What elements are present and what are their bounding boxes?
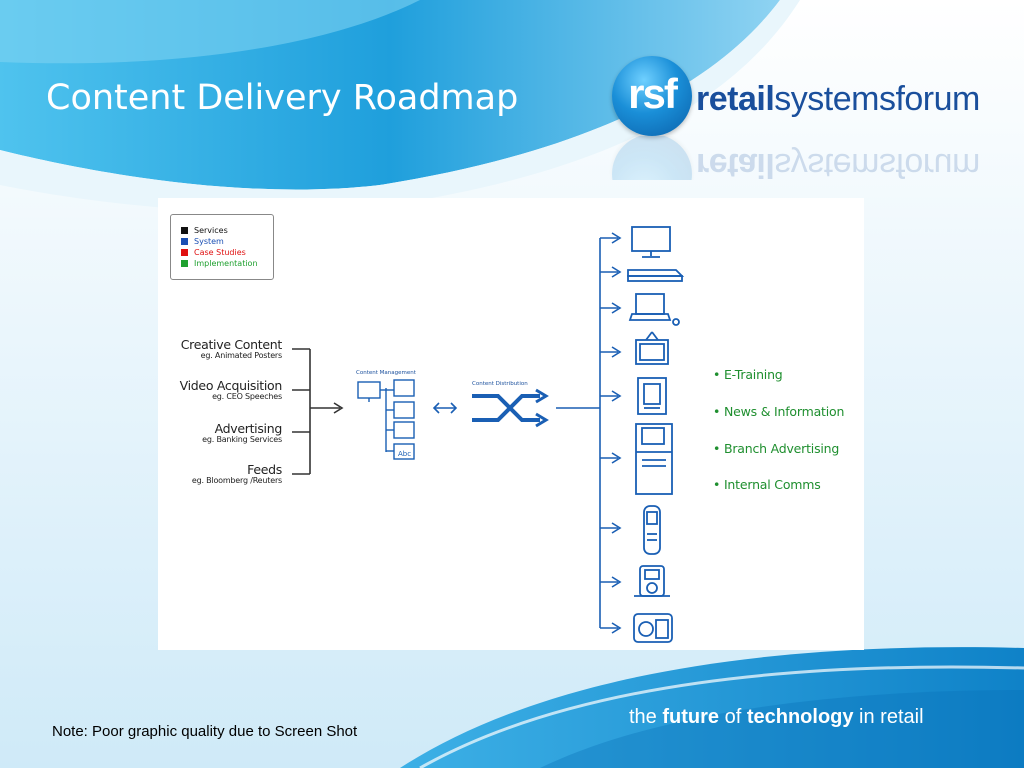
tagline: the future of technology in retail	[629, 706, 924, 729]
legend-label-case-studies: Case Studies	[194, 248, 246, 257]
tagline-part-1: the	[629, 706, 663, 728]
logo-word-bold: retail	[696, 80, 775, 118]
legend-swatch-system	[181, 238, 188, 245]
content-distribution-label: Content Distribution	[472, 381, 528, 387]
tagline-part-2: future	[662, 706, 720, 728]
distribution-tree	[556, 232, 622, 634]
page-title: Content Delivery Roadmap	[46, 78, 519, 118]
diagram-panel-right	[636, 198, 864, 650]
output-branch-advertising: • Branch Advertising	[713, 441, 840, 456]
source-example: eg. Animated Posters	[200, 351, 283, 360]
television-icon	[635, 331, 669, 365]
bidirectional-arrow-icon	[432, 402, 458, 414]
source-title: Feeds	[247, 462, 282, 477]
sources-bracket	[292, 348, 344, 475]
logo-word-rest: systemsforum	[774, 80, 980, 118]
legend-label-services: Services	[194, 226, 228, 235]
source-example: eg. Banking Services	[202, 435, 282, 444]
tagline-part-4: technology	[746, 706, 854, 728]
legend-swatch-implementation	[181, 260, 188, 267]
laptop-icon	[628, 293, 680, 326]
content-distribution-icon	[472, 388, 549, 428]
output-news-information: • News & Information	[713, 404, 845, 419]
source-video-acquisition: Video Acquisition eg. CEO Speeches	[179, 378, 283, 401]
legend-item-services: Services	[181, 226, 228, 235]
kiosk-icon	[637, 377, 667, 415]
atm-icon	[635, 423, 673, 495]
source-title: Creative Content	[180, 337, 283, 352]
tagline-part-3: of	[719, 706, 747, 728]
monitor-icon	[631, 226, 671, 258]
legend-item-system: System	[181, 237, 224, 246]
media-player-icon	[634, 565, 670, 597]
content-file-text: Abc	[398, 450, 411, 458]
legend-label-implementation: Implementation	[194, 259, 258, 268]
content-management-icon	[357, 379, 415, 460]
source-title: Video Acquisition	[179, 378, 283, 393]
source-example: eg. Bloomberg /Reuters	[191, 476, 282, 485]
source-example: eg. CEO Speeches	[212, 392, 282, 401]
rsf-logo-mark: rsf	[612, 56, 692, 136]
rsf-logo-wordmark: retailsystemsforum	[696, 80, 980, 119]
tagline-part-5: in retail	[853, 706, 924, 728]
output-e-training: • E-Training	[713, 367, 783, 382]
mobile-phone-icon	[643, 505, 661, 555]
legend-swatch-case-studies	[181, 249, 188, 256]
content-management-label: Content Management	[356, 370, 416, 376]
source-advertising: Advertising eg. Banking Services	[202, 421, 282, 444]
source-title: Advertising	[214, 421, 283, 436]
legend-label-system: System	[194, 237, 224, 246]
legend-item-implementation: Implementation	[181, 259, 258, 268]
source-creative-content: Creative Content eg. Animated Posters	[180, 337, 283, 360]
set-top-box-icon	[627, 269, 685, 282]
legend-item-case-studies: Case Studies	[181, 248, 246, 257]
rsf-logo: rsf retailsystemsforum retailsystemsforu…	[606, 56, 1006, 186]
diagram-legend: Services System Case Studies Implementat…	[170, 214, 274, 280]
source-feeds: Feeds eg. Bloomberg /Reuters	[192, 462, 282, 485]
rsf-logo-mark-text: rsf	[628, 70, 678, 117]
slide-note: Note: Poor graphic quality due to Screen…	[52, 723, 358, 740]
radio-icon	[633, 613, 673, 643]
output-internal-comms: • Internal Comms	[713, 477, 821, 492]
legend-swatch-services	[181, 227, 188, 234]
